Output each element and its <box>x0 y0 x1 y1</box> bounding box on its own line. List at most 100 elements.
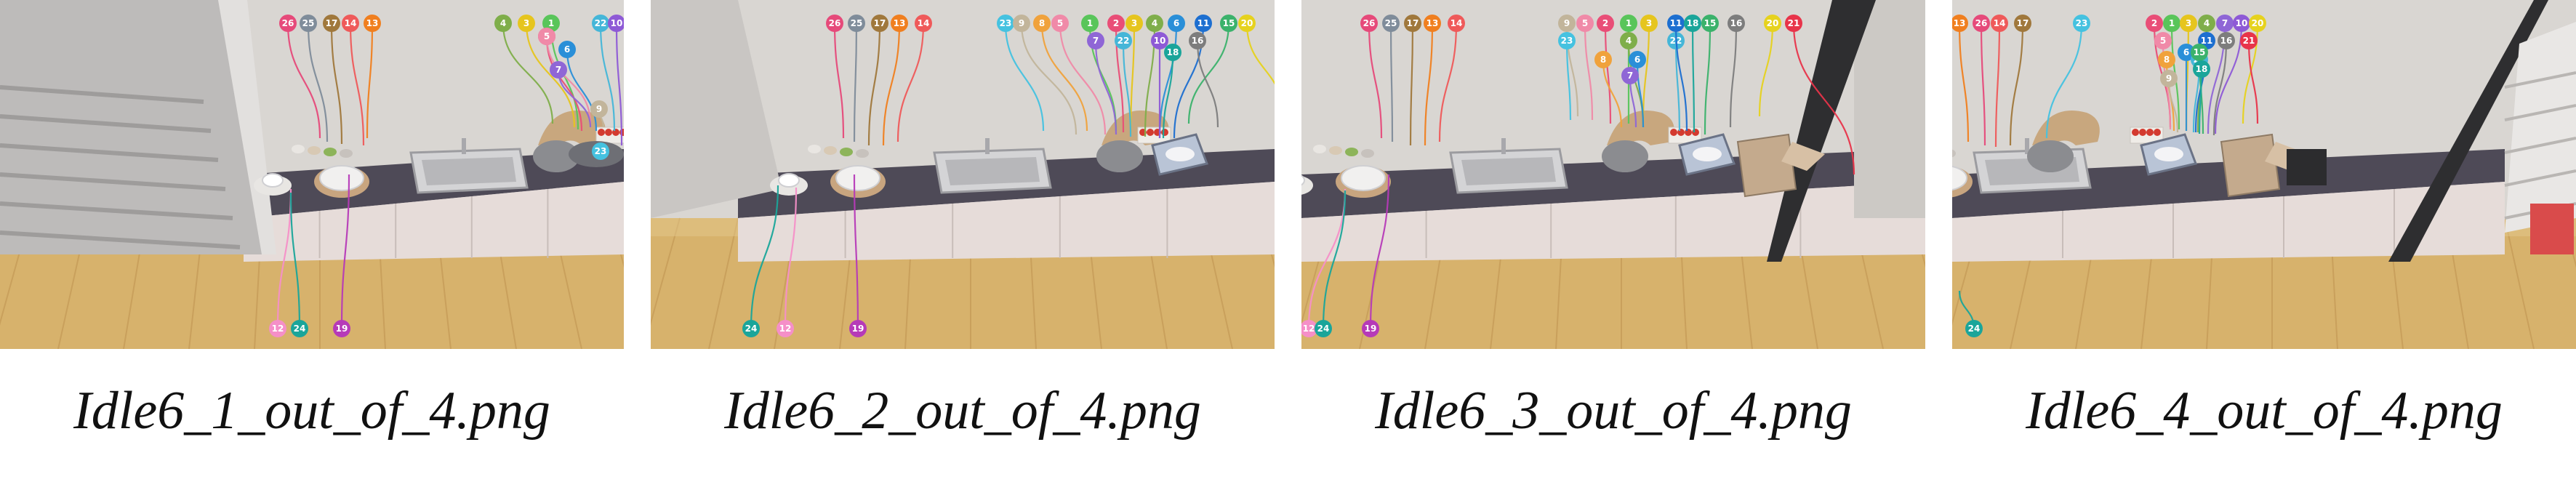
marker-leader-line <box>330 23 343 145</box>
marker-label: 4 <box>2204 18 2210 28</box>
marker-label: 23 <box>1000 18 1012 28</box>
marker-leader-line <box>1636 59 1645 128</box>
marker-badge <box>1360 15 1378 32</box>
marker-badge <box>1952 15 1968 32</box>
marker-badge <box>1051 15 1069 32</box>
black-pole <box>2388 0 2548 262</box>
marker-label: 12 <box>779 324 792 334</box>
marker-label: 20 <box>1767 18 1779 28</box>
tomato <box>1692 129 1699 136</box>
marker-leader-line <box>750 185 779 329</box>
panel-2-caption: Idle6_2_out_of_4.png <box>724 381 1201 441</box>
marker-badge <box>1033 15 1051 32</box>
marker-label: 18 <box>1167 47 1179 57</box>
marker-label: 10 <box>1154 36 1166 46</box>
marker-badge <box>1640 15 1658 32</box>
marker-label: 15 <box>1223 18 1235 28</box>
marker-leader-line <box>1729 23 1738 128</box>
small-jar <box>1952 149 1956 158</box>
shelf-board <box>0 85 204 104</box>
sink-inner <box>1461 157 1556 185</box>
screenshot-panel-4[interactable]: 1326141723213471020586111692215182124 <box>1952 0 2576 349</box>
marker-label: 19 <box>1365 324 1377 334</box>
marker-leader-line <box>2009 23 2024 146</box>
marker-label: 2 <box>1602 18 1608 28</box>
marker-leader-line <box>502 23 554 124</box>
marker-leader-line <box>2045 23 2083 139</box>
marker-label: 3 <box>1131 18 1137 28</box>
shelf-board <box>2504 137 2576 154</box>
marker-badge <box>1973 15 1990 32</box>
white-plate <box>1952 165 1967 191</box>
screenshot-panel-1[interactable]: 262517141343122210567923122419 <box>0 0 624 349</box>
small-jar <box>856 149 869 158</box>
tomato <box>605 129 612 136</box>
marker-badge <box>1362 320 1379 337</box>
marker-badge <box>1991 15 2008 32</box>
marker-badge <box>2193 60 2210 78</box>
panel-3-caption: Idle6_3_out_of_4.png <box>1375 381 1852 441</box>
marker-label: 5 <box>544 31 550 41</box>
marker-badge <box>915 15 932 32</box>
marker-label: 6 <box>2183 47 2189 57</box>
marker-leader-line <box>1409 23 1414 146</box>
marker-badge <box>1087 32 1104 49</box>
marker-label: 26 <box>282 18 294 28</box>
marker-leader-line <box>1389 23 1394 142</box>
shelf-board <box>0 172 226 191</box>
marker-label: 14 <box>918 18 930 28</box>
floor-plank-seam <box>708 217 739 349</box>
marker-label: 26 <box>1363 18 1376 28</box>
marker-label: 25 <box>302 18 315 28</box>
marker-badge <box>1404 15 1421 32</box>
marker-leader-line <box>1602 59 1623 128</box>
marker-label: 12 <box>272 324 284 334</box>
marker-label: 9 <box>2166 73 2172 84</box>
marker-leader-line <box>896 23 925 142</box>
marker-leader-line <box>1565 40 1572 121</box>
marker-leader-line <box>1196 40 1219 128</box>
marker-badge <box>1701 15 1719 32</box>
marker-badge <box>1728 15 1745 32</box>
tray-content <box>1165 147 1195 161</box>
mixer-bowl <box>2027 140 2074 172</box>
marker-label: 1 <box>548 18 554 28</box>
marker-label: 20 <box>1241 18 1253 28</box>
shelf-board <box>0 143 219 162</box>
kitchen-scene-4: 1326141723213471020586111692215182124 <box>1952 0 2576 349</box>
marker-label: 14 <box>345 18 357 28</box>
marker-leader-line <box>1674 40 1681 132</box>
marker-badge <box>997 15 1014 32</box>
cabinet-front <box>738 182 1275 262</box>
small-jar <box>1329 146 1342 155</box>
floor-plank-seam <box>2504 217 2535 349</box>
marker-badge <box>1013 15 1030 32</box>
sink-inner <box>945 157 1040 185</box>
marker-label: 15 <box>1704 18 1717 28</box>
tomato <box>1685 129 1692 136</box>
marker-label: 9 <box>1564 18 1570 28</box>
side-wall <box>651 0 782 218</box>
marker-label: 18 <box>2196 64 2208 74</box>
marker-label: 1 <box>2169 18 2175 28</box>
marker-badge <box>1382 15 1400 32</box>
marker-leader-line <box>1958 23 1970 142</box>
marker-badge <box>1576 15 1594 32</box>
marker-label: 18 <box>1687 18 1699 28</box>
marker-leader-line <box>1004 23 1045 132</box>
marker-leader-line <box>1094 40 1118 135</box>
marker-label: 11 <box>1670 18 1682 28</box>
faucet <box>2025 138 2029 154</box>
stand-mixer <box>2032 111 2100 145</box>
marker-leader-line <box>1187 23 1230 124</box>
marker-badge <box>2014 15 2031 32</box>
marker-leader-line <box>1604 23 1612 124</box>
faucet <box>985 138 990 154</box>
marker-label: 6 <box>564 44 570 55</box>
marker-badge <box>891 15 908 32</box>
marker-leader-line <box>307 23 329 142</box>
